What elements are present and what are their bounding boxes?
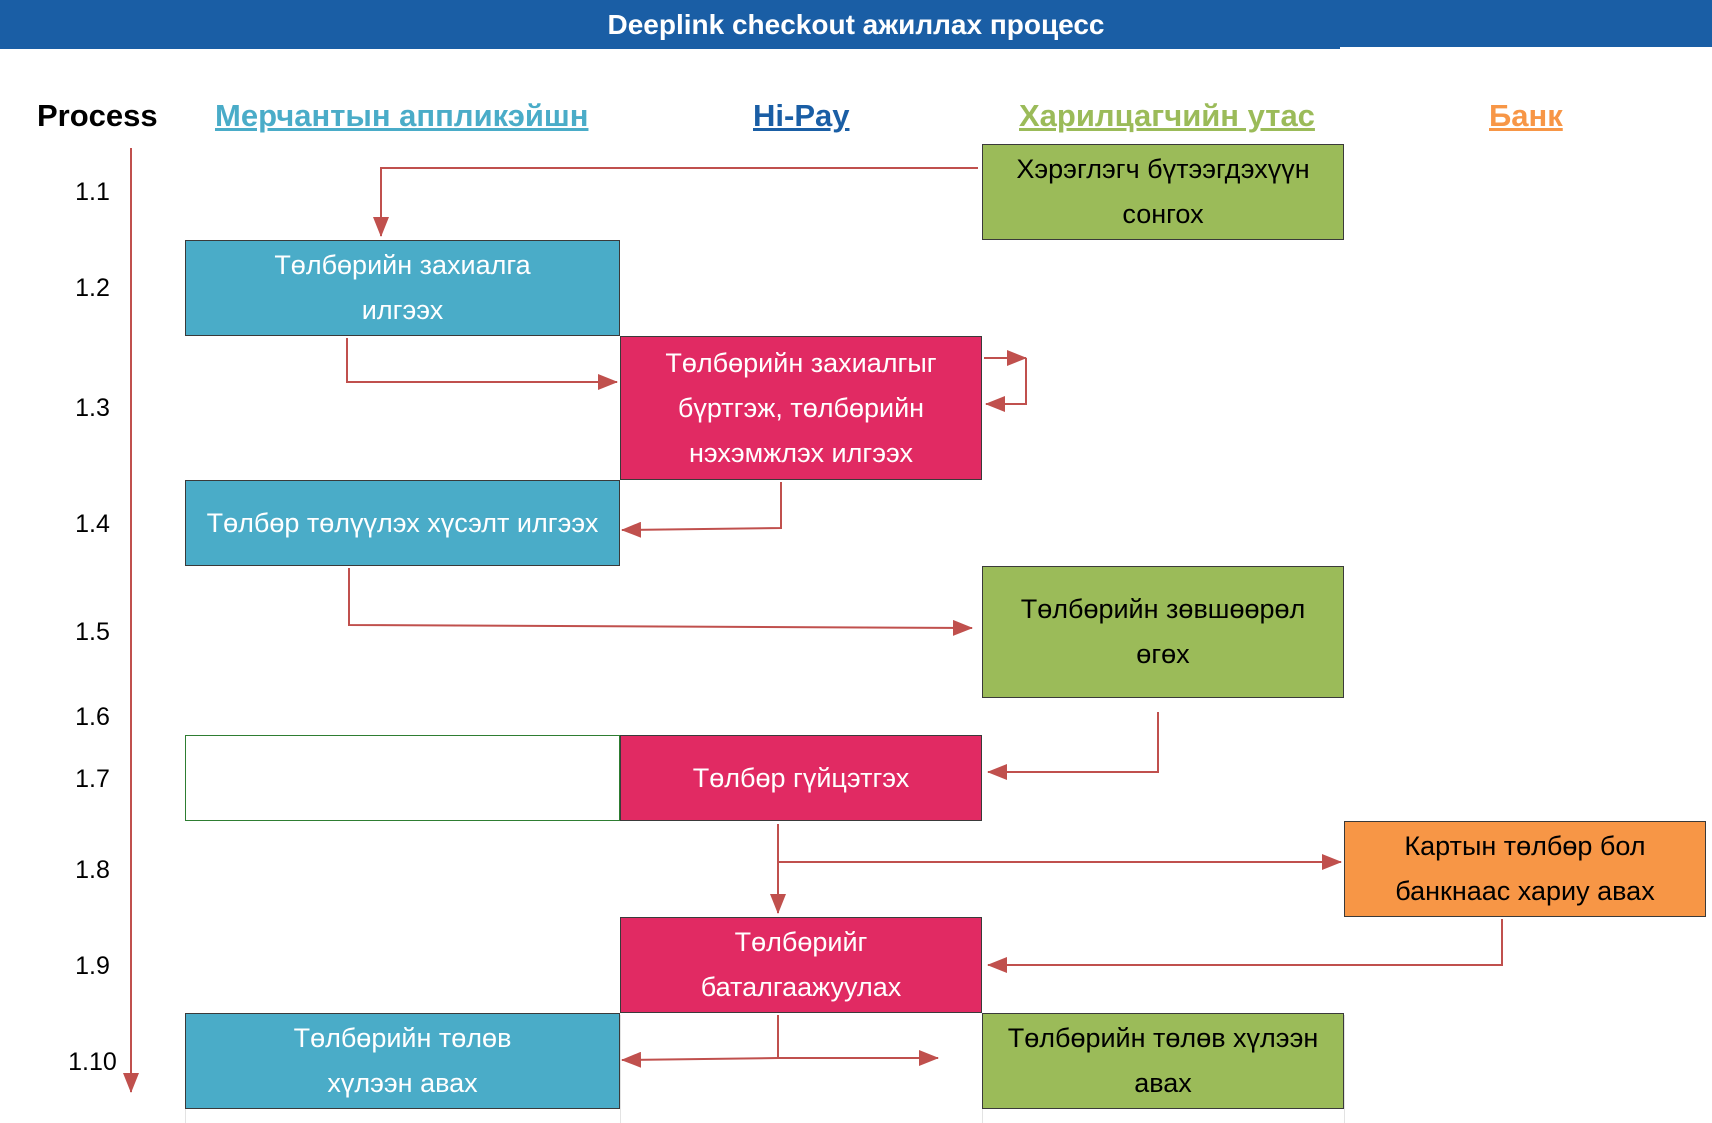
header-customer-phone: Харилцагчийн утас: [1019, 98, 1315, 133]
step-1-2-box: Төлбөрийн захиалга илгээх: [185, 240, 620, 336]
step-label: 1.4: [75, 510, 110, 538]
box-text: Хэрэглэгч бүтээгдэхүүн сонгох: [1016, 154, 1310, 229]
header-hipay: Hi-Pay: [753, 98, 850, 133]
box-text: Төлбөрийн захиалга илгээх: [274, 250, 531, 325]
box-text: Төлбөрийн захиалгыг бүртгэж, төлбөрийн н…: [665, 347, 937, 468]
box-text: Төлбөрийг баталгаажуулах: [700, 927, 902, 1002]
step-label: 1.7: [75, 765, 110, 793]
title-bar: Deeplink checkout ажиллах процесс: [0, 0, 1712, 49]
arrow-1-3-loop-back: [985, 358, 1027, 412]
arrow-1-5-to-1-7: [987, 712, 1159, 780]
step-label: 1.6: [75, 703, 110, 731]
step-label: 1.1: [75, 178, 110, 206]
step-label: 1.10: [68, 1048, 117, 1076]
arrow-1-2-to-1-3: [346, 338, 618, 390]
arrow-1-9-to-1-10-merchant: [621, 1051, 779, 1068]
arrow-1-7-to-1-8: [777, 824, 1342, 870]
title-underline: [1340, 47, 1712, 49]
header-bank: Банк: [1489, 98, 1563, 133]
arrow-1-3-to-1-4: [621, 482, 782, 538]
box-text: Төлбөрийн төлөв хүлээн авах: [1007, 1023, 1319, 1098]
step-label: 1.8: [75, 856, 110, 884]
arrow-1-8-to-1-9: [987, 919, 1503, 973]
step-label: 1.5: [75, 618, 110, 646]
step-1-10-merchant-box: Төлбөрийн төлөв хүлээн авах: [185, 1013, 620, 1109]
step-1-7-box: Төлбөр гүйцэтгэх: [620, 735, 982, 821]
step-1-3-box: Төлбөрийн захиалгыг бүртгэж, төлбөрийн н…: [620, 336, 982, 480]
box-text: Төлбөрийн төлөв хүлээн авах: [293, 1023, 512, 1098]
step-label: 1.2: [75, 274, 110, 302]
header-process: Process: [37, 98, 158, 133]
step-1-9-box: Төлбөрийг баталгаажуулах: [620, 917, 982, 1013]
step-1-5-box: Төлбөрийн зөвшөөрөл өгөх: [982, 566, 1344, 698]
step-1-4-box: Төлбөр төлүүлэх хүсэлт илгээх: [185, 480, 620, 566]
step-1-8-box: Картын төлбөр бол банкнаас хариу авах: [1344, 821, 1706, 917]
step-label: 1.3: [75, 394, 110, 422]
box-text: Төлбөр гүйцэтгэх: [692, 762, 910, 793]
grid-line: [620, 1015, 621, 1123]
arrow-1-4-to-1-5: [348, 568, 973, 636]
header-merchant-app: Мерчантын аппликэйшн: [215, 98, 589, 133]
grid-line: [1344, 1015, 1345, 1123]
page-title: Deeplink checkout ажиллах процесс: [607, 8, 1105, 40]
box-text: Картын төлбөр бол банкнаас хариу авах: [1395, 831, 1655, 906]
arrow-1-1-to-1-2: [373, 167, 978, 237]
box-text: Төлбөрийн зөвшөөрөл өгөх: [1020, 594, 1306, 669]
step-label: 1.9: [75, 952, 110, 980]
empty-cell-box: [185, 735, 620, 821]
box-text: Төлбөр төлүүлэх хүсэлт илгээх: [206, 507, 599, 538]
step-1-1-box: Хэрэглэгч бүтээгдэхүүн сонгох: [982, 144, 1344, 240]
step-1-10-customer-box: Төлбөрийн төлөв хүлээн авах: [982, 1013, 1344, 1109]
